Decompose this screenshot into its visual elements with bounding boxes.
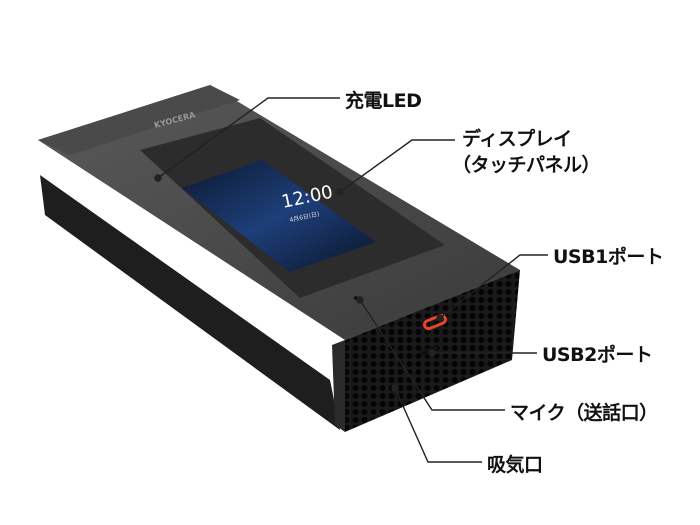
- label-display: ディスプレイ: [462, 128, 572, 150]
- label-charge-led: 充電LED: [345, 90, 422, 112]
- label-usb2-port: USB2ポート: [542, 344, 653, 366]
- label-air-intake: 吸気口: [487, 454, 543, 476]
- device-end-cap: [38, 85, 240, 155]
- callout-lines: [154, 97, 548, 463]
- usb2-port: [420, 345, 438, 356]
- device-side: [40, 175, 340, 430]
- usb1-port: [423, 313, 447, 331]
- label-microphone: マイク（送話口）: [510, 402, 658, 424]
- display: [182, 160, 376, 272]
- label-usb1-port: USB1ポート: [553, 246, 664, 268]
- device-corner: [332, 340, 345, 432]
- label-touch-panel: （タッチパネル）: [452, 154, 601, 176]
